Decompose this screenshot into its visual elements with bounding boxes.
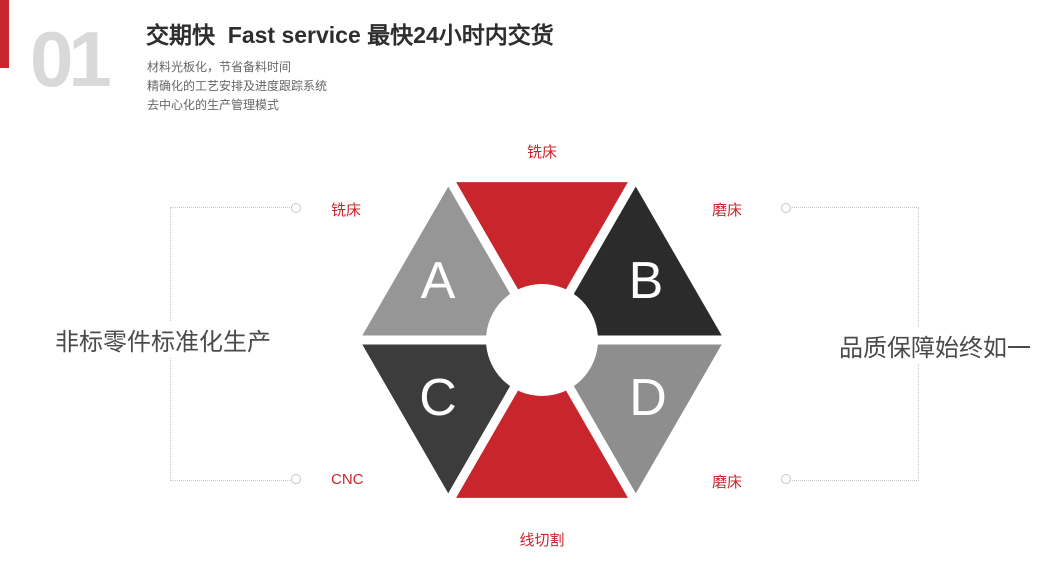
- segment-letter-b: B: [629, 252, 664, 310]
- segment-letter-d: D: [629, 369, 667, 427]
- segment-bottom: [443, 335, 641, 507]
- connector-dot-lower-right: [781, 474, 791, 484]
- accent-bar: [0, 0, 9, 68]
- left-caption: 非标零件标准化生产: [52, 321, 274, 358]
- bullet-line-3: 去中心化的生产管理模式: [147, 98, 280, 112]
- label-bottom-machine: 线切割: [519, 532, 565, 549]
- bullet-line-2: 精确化的工艺安排及进度跟踪系统: [147, 79, 328, 93]
- label-lower-left-machine: CNC: [331, 471, 364, 488]
- label-lower-right-machine: 磨床: [712, 474, 743, 491]
- connector-dot-lower-left: [291, 474, 301, 484]
- page-title: 交期快 Fast service 最快24小时内交货: [146, 22, 554, 48]
- hexagon-diagram: A B C D: [350, 173, 734, 507]
- section-number: 01: [30, 15, 112, 103]
- header-bullets: 材料光板化，节省备料时间 精确化的工艺安排及进度跟踪系统 去中心化的生产管理模式: [147, 58, 327, 115]
- label-upper-right-machine: 磨床: [712, 202, 743, 219]
- connector-dot-upper-left: [291, 203, 301, 213]
- segment-letter-a: A: [421, 252, 456, 310]
- segment-letter-c: C: [419, 369, 457, 427]
- center-circle: [486, 284, 598, 396]
- label-upper-left-machine: 铣床: [331, 202, 362, 219]
- label-top-machine: 铣床: [526, 144, 557, 161]
- connector-dot-upper-right: [781, 203, 791, 213]
- right-caption: 品质保障始终如一: [836, 327, 1034, 364]
- bullet-line-1: 材料光板化，节省备料时间: [147, 60, 292, 74]
